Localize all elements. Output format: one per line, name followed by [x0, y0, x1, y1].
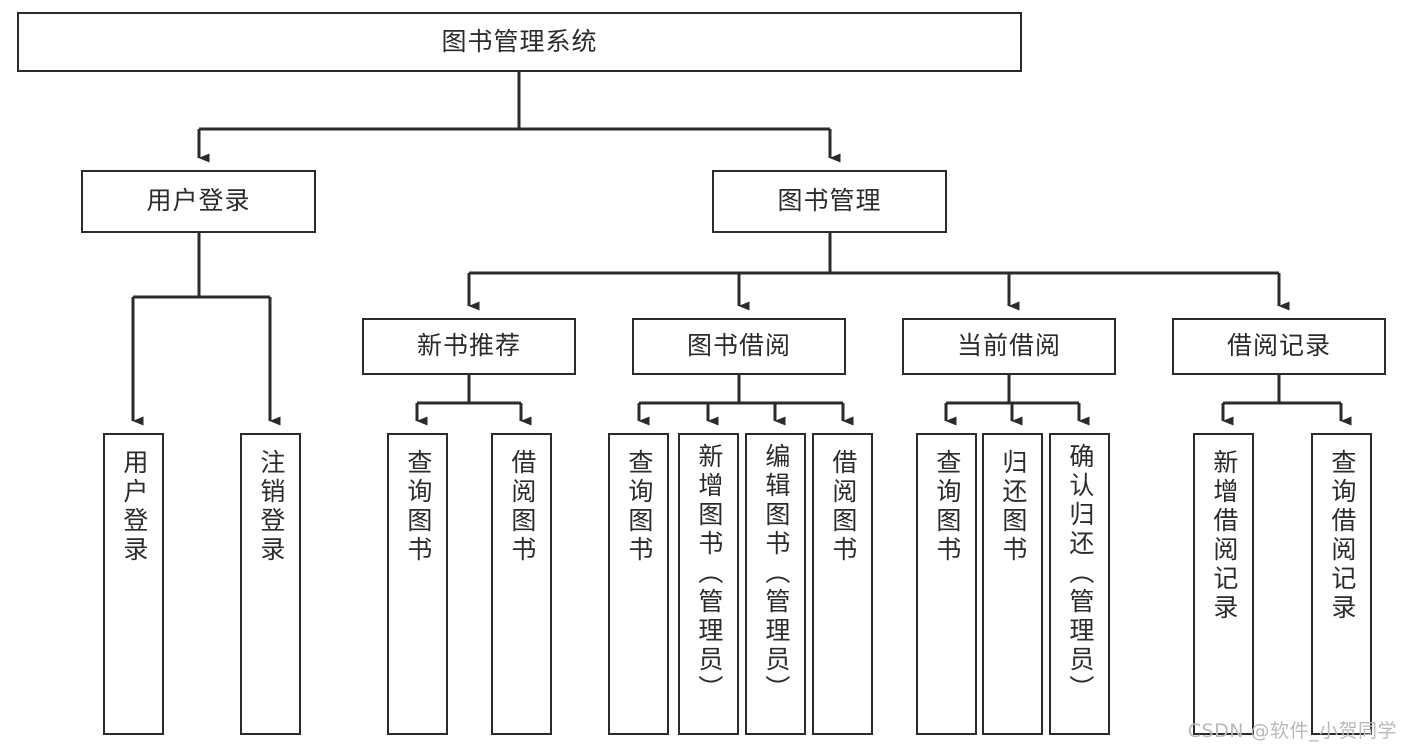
node-book-manage[interactable]: 图书管理	[712, 170, 947, 233]
node-leaf-query-book-2[interactable]: 查询图书	[608, 433, 669, 735]
node-label: 借阅记录	[1226, 331, 1331, 361]
node-label: 新增图书（管理员）	[694, 443, 724, 704]
node-current-borrow[interactable]: 当前借阅	[902, 318, 1116, 375]
node-book-borrow[interactable]: 图书借阅	[632, 318, 846, 375]
node-leaf-confirm-return[interactable]: 确认归还（管理员）	[1049, 433, 1110, 735]
node-label: 查询图书	[403, 449, 433, 565]
node-new-book-rec[interactable]: 新书推荐	[362, 318, 576, 375]
node-label: 用户登录	[119, 449, 149, 565]
node-label: 图书管理系统	[441, 26, 598, 56]
node-leaf-query-record[interactable]: 查询借阅记录	[1311, 433, 1372, 735]
node-label: 归还图书	[998, 449, 1028, 565]
node-label: 查询图书	[624, 449, 654, 565]
node-leaf-borrow-book-1[interactable]: 借阅图书	[491, 433, 552, 735]
node-label: 查询图书	[932, 449, 962, 565]
node-root-system[interactable]: 图书管理系统	[17, 12, 1022, 72]
node-label: 确认归还（管理员）	[1065, 443, 1095, 704]
node-leaf-add-record[interactable]: 新增借阅记录	[1193, 433, 1254, 735]
node-label: 新增借阅记录	[1209, 449, 1239, 623]
node-label: 当前借阅	[956, 331, 1061, 361]
node-label: 图书管理	[777, 186, 882, 216]
node-borrow-record[interactable]: 借阅记录	[1172, 318, 1386, 375]
node-label: 借阅图书	[828, 449, 858, 565]
node-leaf-query-book-1[interactable]: 查询图书	[387, 433, 448, 735]
node-label: 查询借阅记录	[1327, 449, 1357, 623]
node-label: 借阅图书	[507, 449, 537, 565]
node-leaf-user-login[interactable]: 用户登录	[103, 433, 164, 735]
watermark-text: CSDN @软件_小贺同学	[1187, 720, 1397, 742]
node-leaf-return-book[interactable]: 归还图书	[982, 433, 1043, 735]
node-leaf-add-book[interactable]: 新增图书（管理员）	[678, 433, 739, 735]
node-leaf-borrow-book-2[interactable]: 借阅图书	[812, 433, 873, 735]
node-leaf-query-book-3[interactable]: 查询图书	[916, 433, 977, 735]
node-user-login[interactable]: 用户登录	[81, 170, 316, 233]
node-label: 图书借阅	[686, 331, 791, 361]
node-leaf-edit-book[interactable]: 编辑图书（管理员）	[745, 433, 806, 735]
node-label: 用户登录	[146, 186, 251, 216]
node-label: 编辑图书（管理员）	[761, 443, 791, 704]
node-leaf-user-logout[interactable]: 注销登录	[240, 433, 301, 735]
node-label: 新书推荐	[416, 331, 521, 361]
node-label: 注销登录	[256, 449, 286, 565]
